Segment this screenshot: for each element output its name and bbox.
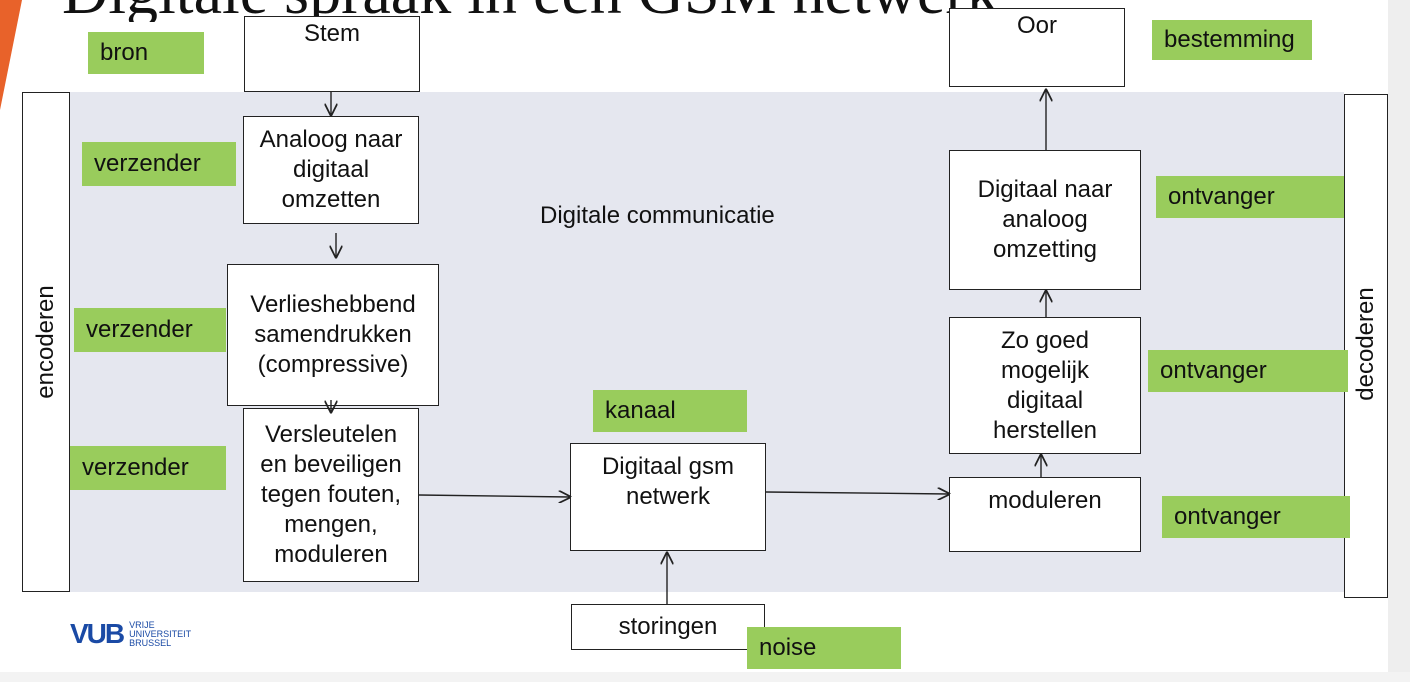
tag-ontvanger-3: ontvanger	[1162, 496, 1350, 538]
dac-label: Digitaal naar analoog omzetting	[977, 176, 1113, 263]
restore-box: Zo goed mogelijk digitaal herstellen	[949, 317, 1141, 454]
moduleren-label: moduleren	[988, 487, 1102, 514]
vub-logo: VUB VRIJE UNIVERSITEIT BRUSSEL	[70, 618, 191, 650]
corner-accent	[0, 0, 22, 110]
tag-bestemming: bestemming	[1152, 20, 1312, 60]
gsm-network-label: Digitaal gsm netwerk	[601, 453, 735, 510]
source-box-stem: Stem	[244, 16, 420, 92]
encryption-box: Versleutelen en beveiligen tegen fouten,…	[243, 408, 419, 582]
tag-noise: noise	[747, 627, 901, 669]
logo-text: VRIJE UNIVERSITEIT BRUSSEL	[129, 619, 192, 648]
tag-verzender-2: verzender	[74, 308, 226, 352]
decoder-bar	[1344, 94, 1388, 598]
center-label: Digitale communicatie	[540, 202, 775, 229]
interference-box: storingen	[571, 604, 765, 650]
tag-kanaal: kanaal	[593, 390, 747, 432]
arrow-network-to-demodulate	[765, 492, 949, 494]
gsm-network-box: Digitaal gsm netwerk	[570, 443, 766, 551]
demodulate-box: moduleren	[949, 477, 1141, 552]
encoder-bar	[22, 92, 70, 592]
arrow-encrypt-to-network	[418, 495, 570, 497]
encryption-label: Versleutelen en beveiligen tegen fouten,…	[260, 421, 402, 568]
tag-ontvanger-2: ontvanger	[1148, 350, 1348, 392]
dac-box: Digitaal naar analoog omzetting	[949, 150, 1141, 290]
right-edge-strip	[1388, 0, 1410, 682]
logo-line-2: UNIVERSITEIT	[129, 628, 192, 639]
logo-mark: VUB	[70, 618, 125, 649]
bottom-edge-strip	[0, 672, 1410, 682]
logo-line-1: VRIJE	[129, 619, 155, 630]
adc-box: Analoog naar digitaal omzetten	[243, 116, 419, 224]
adc-label: Analoog naar digitaal omzetten	[259, 126, 403, 213]
tag-bron: bron	[88, 32, 204, 74]
tag-verzender-3: verzender	[70, 446, 226, 490]
destination-box-oor: Oor	[949, 8, 1125, 87]
oor-label: Oor	[1016, 12, 1057, 39]
logo-line-3: BRUSSEL	[129, 637, 172, 648]
tag-verzender-1: verzender	[82, 142, 236, 186]
tag-ontvanger-1: ontvanger	[1156, 176, 1344, 218]
stem-label: Stem	[303, 20, 360, 47]
storingen-label: storingen	[618, 613, 718, 640]
compression-box: Verlieshebbend samendrukken (compressive…	[227, 264, 439, 406]
compression-label: Verlieshebbend samendrukken (compressive…	[250, 291, 416, 378]
restore-label: Zo goed mogelijk digitaal herstellen	[992, 326, 1098, 444]
